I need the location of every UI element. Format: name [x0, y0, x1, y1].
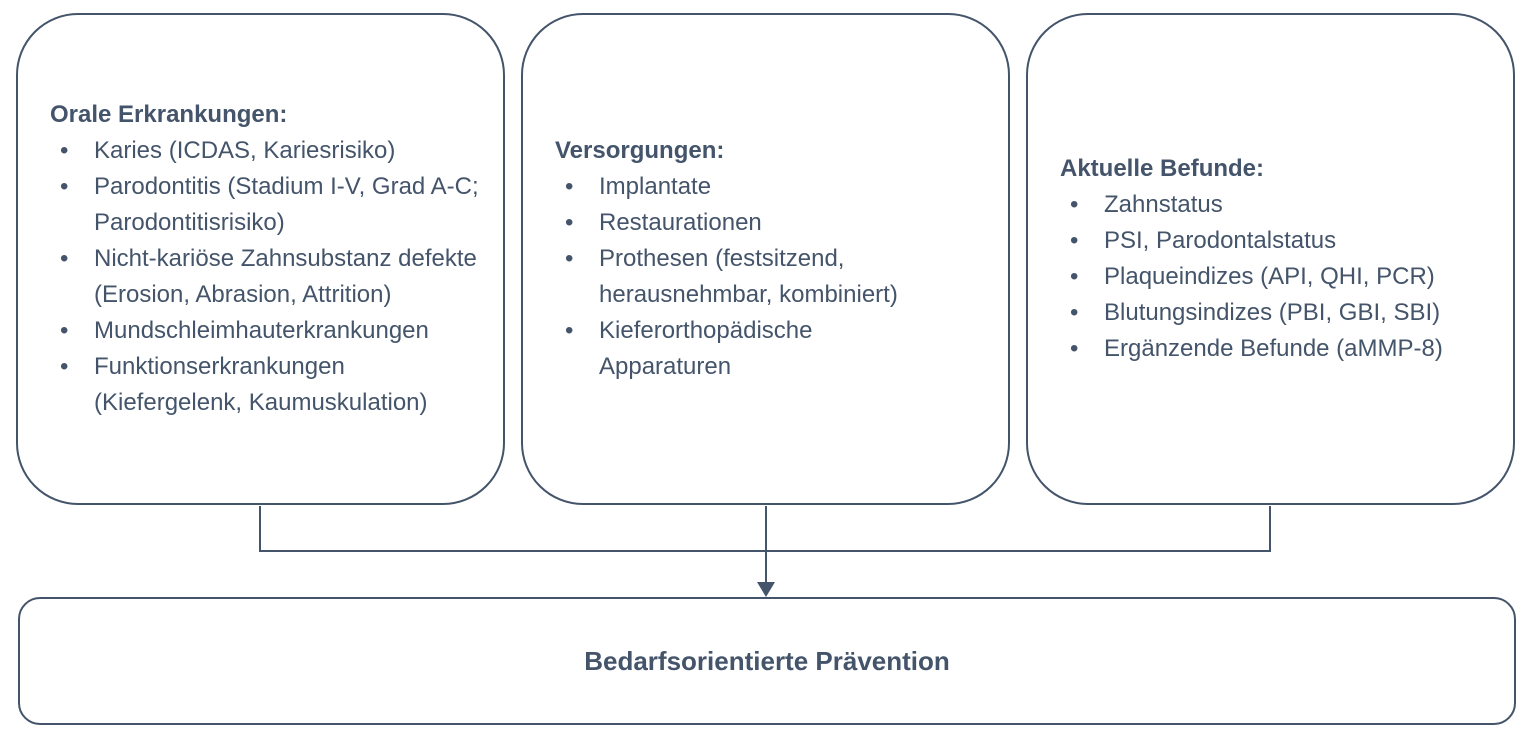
box-title-orale-erkrankungen: Orale Erkrankungen:: [50, 101, 288, 128]
list-item: Karies (ICDAS, Kariesrisiko): [50, 133, 485, 169]
bullet-list-versorgungen: Implantate Restaurationen Prothesen (fes…: [555, 169, 990, 385]
bullet-list-orale-erkrankungen: Karies (ICDAS, Kariesrisiko) Parodontiti…: [50, 133, 485, 421]
result-box-bedarfsorientierte-praevention: Bedarfsorientierte Prävention: [18, 597, 1516, 725]
connector-stub-right: [1269, 506, 1271, 552]
list-item: Funktionserkrankungen (Kiefergelenk, Kau…: [50, 349, 485, 421]
list-item: Blutungsindizes (PBI, GBI, SBI): [1060, 295, 1495, 331]
list-item: Ergänzende Befunde (aMMP-8): [1060, 331, 1495, 367]
category-box-aktuelle-befunde: Aktuelle Befunde: Zahnstatus PSI, Parodo…: [1026, 13, 1515, 505]
category-box-orale-erkrankungen: Orale Erkrankungen: Karies (ICDAS, Karie…: [16, 13, 505, 505]
list-item: Restaurationen: [555, 205, 929, 241]
bullet-list-aktuelle-befunde: Zahnstatus PSI, Parodontalstatus Plaquei…: [1060, 187, 1495, 367]
list-item: Zahnstatus: [1060, 187, 1495, 223]
list-item: Plaqueindizes (API, QHI, PCR): [1060, 259, 1495, 295]
connector-stub-left: [259, 506, 261, 552]
list-item: PSI, Parodontalstatus: [1060, 223, 1495, 259]
list-item: Implantate: [555, 169, 929, 205]
result-box-label: Bedarfsorientierte Prävention: [584, 645, 950, 676]
arrow-down-icon: [757, 582, 775, 597]
list-item: Parodontitis (Stadium I-V, Grad A-C; Par…: [50, 169, 485, 241]
category-box-versorgungen: Versorgungen: Implantate Restaurationen …: [521, 13, 1010, 505]
list-item: Kieferorthopädische Apparaturen: [555, 313, 929, 385]
box-title-aktuelle-befunde: Aktuelle Befunde:: [1060, 155, 1265, 182]
list-item: Prothesen (festsitzend, herausnehmbar, k…: [555, 241, 929, 313]
list-item: Nicht-kariöse Zahnsubstanz defekte (Eros…: [50, 241, 485, 313]
box-title-versorgungen: Versorgungen:: [555, 137, 725, 164]
connector-arrow-shaft: [765, 506, 767, 583]
list-item: Mundschleimhauterkrankungen: [50, 313, 485, 349]
